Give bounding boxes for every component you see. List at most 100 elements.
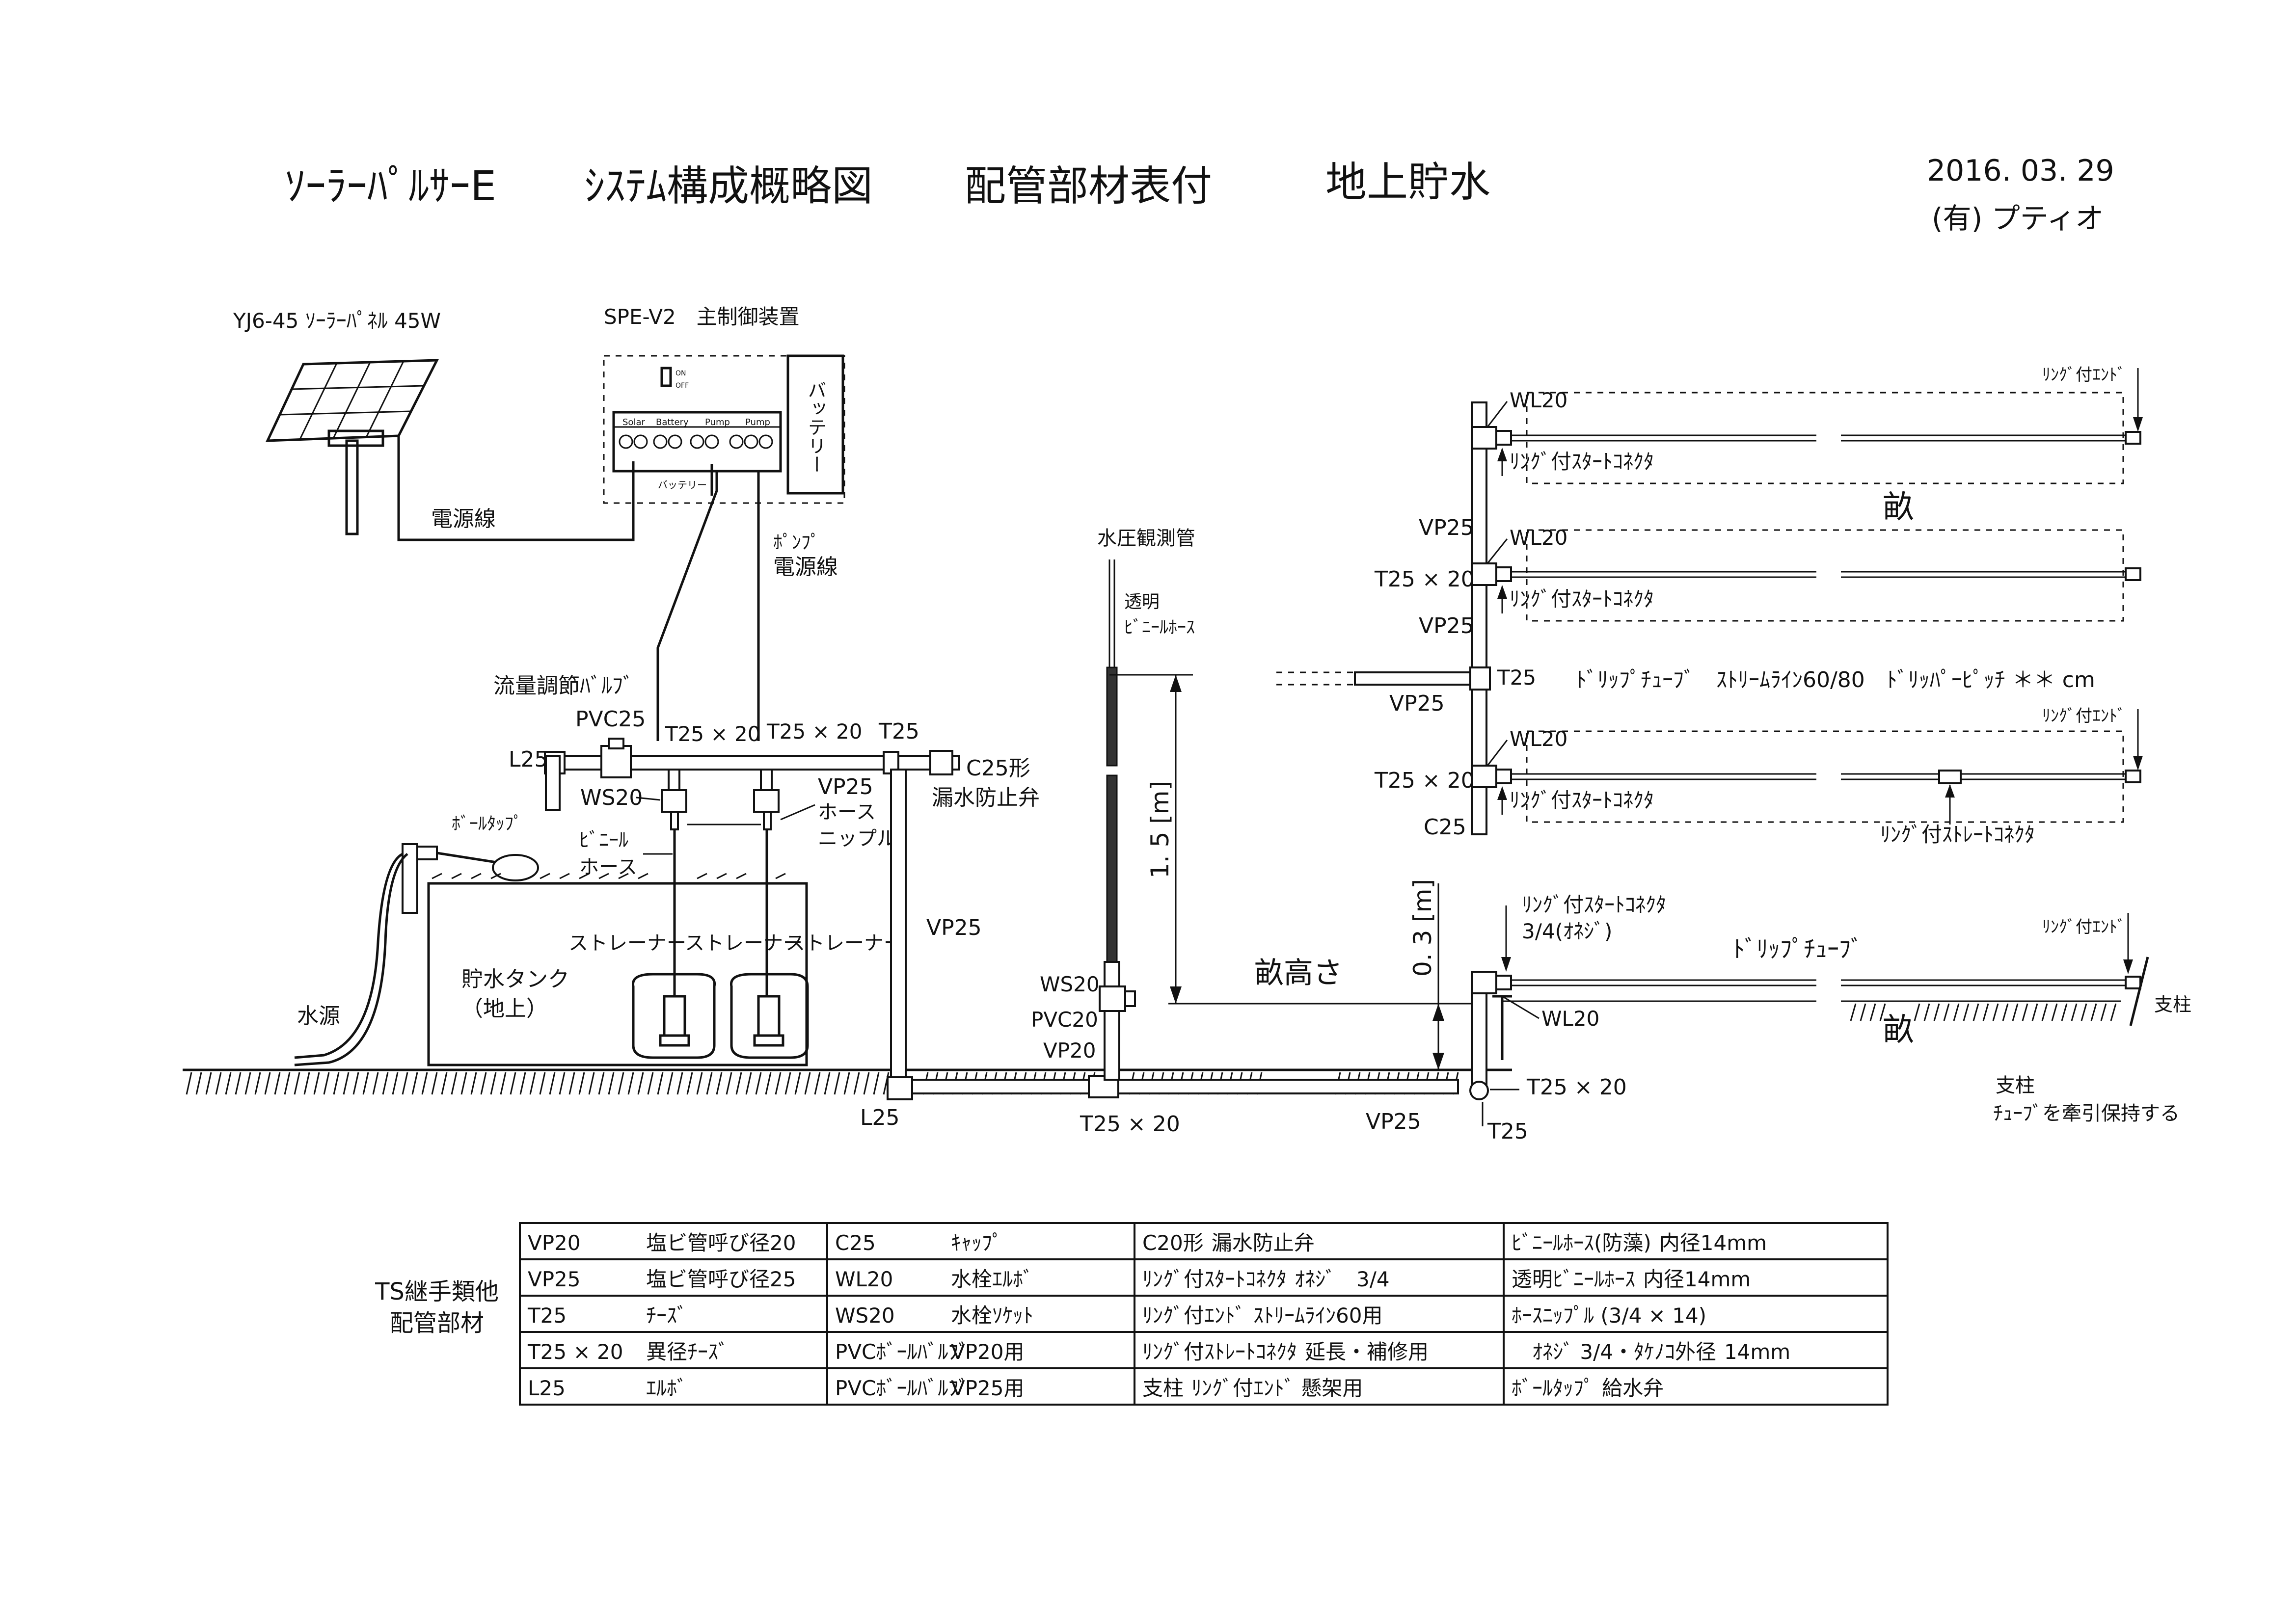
- part-code: ﾎｰｽﾆｯﾌﾟﾙ (3/4 × 14): [1512, 1303, 1707, 1328]
- height-03-label: 0. 3 [m]: [1408, 879, 1437, 977]
- part-code: PVCﾎﾞｰﾙﾊﾞﾙﾌﾞ: [835, 1339, 969, 1364]
- ring-straight-label: ﾘﾝｸﾞ付ｽﾄﾚｰﾄｺﾈｸﾀ: [1880, 823, 2035, 847]
- leak-valve-label: 漏水防止弁: [932, 785, 1040, 810]
- t25x20-top2-label: T25 × 20: [1374, 567, 1475, 592]
- terminal-battery-under: バッテリー: [658, 479, 707, 491]
- vp25-vertical-label: VP25: [926, 915, 982, 940]
- vp25-nipple-label-2: ホース: [818, 801, 876, 824]
- ball-tap-label: ﾎﾞｰﾙﾀｯﾌﾟ: [452, 814, 522, 834]
- ring-start-2-label: ﾘﾝｸﾞ付ｽﾀｰﾄｺﾈｸﾀ: [1510, 587, 1654, 611]
- part-code: ﾘﾝｸﾞ付ｴﾝﾄﾞ: [1142, 1303, 1246, 1328]
- water-source-label: 水源: [297, 1004, 340, 1029]
- t25x20-a-label: T25 × 20: [665, 722, 760, 746]
- table-cell: C20形漏水防止弁: [1134, 1222, 1505, 1260]
- table-cell: VP20 塩ビ管呼び径20: [519, 1222, 828, 1260]
- title-company: (有) プティオ: [1932, 202, 2104, 235]
- part-description: 漏水防止弁: [1211, 1230, 1315, 1255]
- battery-label: バッテリー: [805, 380, 826, 474]
- t25-top-label: T25: [878, 719, 919, 744]
- wl20-2-label: WL20: [1510, 526, 1567, 550]
- ws20-obs-label: WS20: [1040, 972, 1100, 996]
- table-cell: 透明ﾋﾞﾆｰﾙﾎｰｽ内径14mm: [1503, 1258, 1889, 1297]
- vinyl-hose-label-1: ﾋﾞﾆｰﾙ: [579, 829, 628, 851]
- part-code: 支柱: [1142, 1376, 1184, 1400]
- terminal-pump-2: Pump: [745, 417, 770, 427]
- wl20-1-label: WL20: [1510, 388, 1567, 412]
- pump-power-line-label-2: 電源線: [773, 555, 838, 580]
- controller-unit: SPE-V2 主制御装置 バッテリー ON OFF Solar Battery …: [603, 305, 845, 741]
- table-cell: VP25 塩ビ管呼び径25: [519, 1258, 828, 1297]
- l25-top-label: L25: [509, 747, 548, 772]
- vp25-nipple-label-3: ニップル: [818, 827, 896, 850]
- part-code: VP25: [528, 1267, 581, 1291]
- ridge-ground-label: 畝: [1883, 1012, 1914, 1048]
- part-description: 塩ビ管呼び径25: [646, 1267, 796, 1291]
- table-cell: PVCﾎﾞｰﾙﾊﾞﾙﾌﾞVP25用: [826, 1367, 1135, 1406]
- title-sub: 配管部材表付: [965, 162, 1212, 210]
- flow-valve-label: 流量調節ﾊﾞﾙﾌﾞ: [493, 673, 634, 698]
- part-code: T25 × 20: [528, 1339, 623, 1364]
- t25x20-ground-label: T25 × 20: [1526, 1075, 1627, 1100]
- switch-on: ON: [675, 370, 686, 377]
- table-cell: 支柱ﾘﾝｸﾞ付ｴﾝﾄﾞ 懸架用: [1134, 1367, 1505, 1406]
- strainer-label-3: ストレーナー: [785, 932, 903, 955]
- part-code: C25: [835, 1230, 876, 1255]
- strainer-label-2: ストレーナー: [685, 932, 803, 955]
- part-description: 塩ビ管呼び径20: [646, 1230, 796, 1255]
- t25x20-top3-label: T25 × 20: [1374, 768, 1475, 793]
- vp20-obs-label: VP20: [1043, 1038, 1096, 1063]
- ring-start-1-label: ﾘﾝｸﾞ付ｽﾀｰﾄｺﾈｸﾀ: [1510, 450, 1654, 474]
- ground-ridge: WL20 ﾘﾝｸﾞ付ｽﾀｰﾄｺﾈｸﾀ 3/4(ｵﾈｼﾞ) ﾄﾞﾘｯﾌﾟﾁｭｰﾌﾞ…: [1471, 893, 2191, 1125]
- table-cell: ﾋﾞﾆｰﾙﾎｰｽ(防藻)内径14mm: [1503, 1222, 1889, 1260]
- ring-start-ground-label-1: ﾘﾝｸﾞ付ｽﾀｰﾄｺﾈｸﾀ: [1522, 893, 1666, 917]
- vp25-top2-label: VP25: [1419, 613, 1474, 639]
- part-code: ﾎﾞｰﾙﾀｯﾌﾟ: [1512, 1376, 1594, 1400]
- vp25-ground-label: VP25: [1366, 1109, 1421, 1134]
- part-code: WS20: [835, 1303, 895, 1328]
- part-description: ｷｬｯﾌﾟ: [951, 1230, 1003, 1255]
- table-cell: ﾎｰｽﾆｯﾌﾟﾙ (3/4 × 14): [1503, 1295, 1889, 1333]
- part-description: 水栓ｿｹｯﾄ: [951, 1303, 1034, 1328]
- part-code: PVCﾎﾞｰﾙﾊﾞﾙﾌﾞ: [835, 1376, 969, 1400]
- ridge-height-label: 畝高さ: [1254, 956, 1343, 990]
- terminal-pump-1: Pump: [705, 417, 730, 427]
- vp25-top1-label: VP25: [1419, 515, 1474, 540]
- part-code: WL20: [835, 1267, 893, 1291]
- part-description: 給水弁: [1602, 1376, 1664, 1400]
- ring-end-top3-label: ﾘﾝｸﾞ付ｴﾝﾄﾞ: [2042, 706, 2126, 726]
- part-description: 異径ﾁｰｽﾞ: [646, 1339, 729, 1364]
- part-description: ｽﾄﾘｰﾑﾗｲﾝ60用: [1253, 1303, 1383, 1328]
- c25-leak-label: C25形: [966, 756, 1030, 781]
- drip-spec-label: ﾄﾞﾘｯﾌﾟﾁｭｰﾌﾞ ｽﾄﾘｰﾑﾗｲﾝ60/80 ﾄﾞﾘｯﾊﾟｰﾋﾟｯﾁ ＊＊…: [1576, 667, 2095, 692]
- table-cell: PVCﾎﾞｰﾙﾊﾞﾙﾌﾞVP20用: [826, 1331, 1135, 1369]
- supply-pipe: VP25 L25 T25 × 20 VP25 T25 × 20 T25: [860, 769, 1627, 1144]
- part-description: ｵﾈｼﾞ 3/4: [1295, 1267, 1390, 1291]
- table-cell: WS20 水栓ｿｹｯﾄ: [826, 1295, 1135, 1333]
- ridge-layout: T25 ﾄﾞﾘｯﾌﾟﾁｭｰﾌﾞ ｽﾄﾘｰﾑﾗｲﾝ60/80 ﾄﾞﾘｯﾊﾟｰﾋﾟｯ…: [1276, 365, 2143, 847]
- legend-line-2: 配管部材: [389, 1309, 484, 1337]
- tank-label-1: 貯水タンク: [461, 967, 569, 992]
- ring-end-top1-label: ﾘﾝｸﾞ付ｴﾝﾄﾞ: [2042, 365, 2126, 385]
- controller-label: SPE-V2 主制御装置: [604, 305, 800, 329]
- parts-table-body: VP20 塩ビ管呼び径20 C25 ｷｬｯﾌﾟ C20形漏水防止弁ﾋﾞﾆｰﾙﾎｰｽ(防藻…: [519, 1222, 1889, 1406]
- legend-line-1: TS継手類他: [375, 1278, 499, 1305]
- part-description: VP25用: [951, 1376, 1025, 1400]
- table-row: VP20 塩ビ管呼び径20 C25 ｷｬｯﾌﾟ C20形漏水防止弁ﾋﾞﾆｰﾙﾎｰｽ(防藻…: [519, 1222, 1889, 1260]
- pump-power-line-label-1: ﾎﾟﾝﾌﾟ: [773, 532, 820, 553]
- post-note-label-1: 支柱: [1996, 1074, 2035, 1097]
- pressure-tube-label: 水圧観測管: [1097, 527, 1195, 550]
- pvc25-label: PVC25: [575, 707, 646, 732]
- terminal-solar: Solar: [622, 417, 645, 427]
- ws20-tank-label: WS20: [580, 785, 643, 810]
- part-description: VP20用: [951, 1339, 1025, 1364]
- l25-bottom-label: L25: [860, 1105, 900, 1130]
- tank-label-2: （地上）: [461, 996, 548, 1021]
- pvc20-obs-label: PVC20: [1031, 1008, 1098, 1032]
- part-code: VP20: [528, 1230, 581, 1255]
- part-description: 内径14mm: [1659, 1230, 1767, 1255]
